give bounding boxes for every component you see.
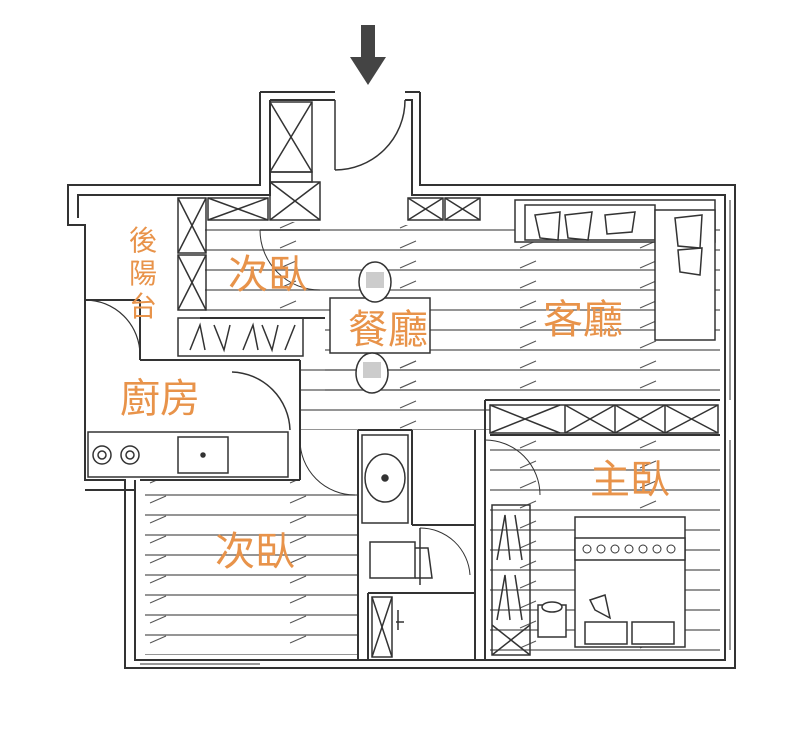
bedroom-top-closets bbox=[177, 197, 321, 357]
label-kitchen: 廚房 bbox=[120, 376, 200, 422]
label-rear-balcony-2: 陽 bbox=[129, 257, 157, 290]
label-master-bedroom: 主臥 bbox=[590, 457, 670, 503]
label-rear-balcony-1: 後 bbox=[129, 224, 157, 257]
entrance-door bbox=[334, 99, 406, 171]
bed bbox=[537, 516, 686, 648]
label-secondary-bedroom-bottom: 次臥 bbox=[215, 529, 295, 575]
windows bbox=[140, 200, 731, 665]
label-dining: 餐廳 bbox=[348, 307, 428, 353]
entry-cabinets bbox=[207, 101, 481, 221]
master-wardrobe bbox=[299, 404, 719, 656]
bathroom bbox=[361, 434, 471, 658]
kitchen-counter bbox=[87, 371, 291, 478]
balcony-door bbox=[84, 299, 141, 360]
sofa bbox=[514, 199, 716, 341]
dining-set bbox=[329, 261, 431, 394]
label-living: 客廳 bbox=[543, 297, 623, 343]
label-secondary-bedroom-top: 次臥 bbox=[228, 252, 308, 298]
arrow-down-icon bbox=[350, 25, 386, 85]
label-rear-balcony-3: 台 bbox=[129, 290, 157, 323]
room-labels: 後 陽 台 次臥 餐廳 客廳 廚房 主臥 次臥 bbox=[120, 224, 670, 575]
